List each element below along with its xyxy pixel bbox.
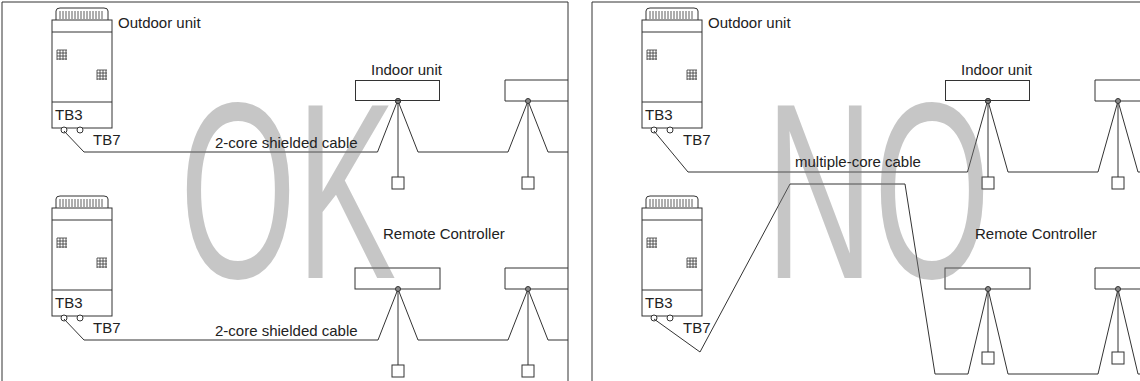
outdoor-unit: Outdoor unitTB3TB7 [642, 20, 702, 128]
unit-name: Indoor unit [961, 61, 1032, 78]
wire [505, 80, 568, 101]
terminal-label: TB3 [645, 106, 673, 123]
wire [1095, 80, 1140, 101]
wire [528, 289, 529, 365]
annotation-label: Remote Controller [975, 225, 1097, 242]
remote-controller-symbol [1112, 177, 1124, 189]
terminal-label: TB7 [683, 131, 711, 148]
outdoor-unit-drawing [642, 8, 702, 133]
wire [398, 289, 528, 340]
connection-dot [526, 99, 531, 104]
wire [398, 101, 528, 152]
outdoor-unit-drawing [52, 8, 112, 133]
cable-label: multiple-core cable [795, 153, 921, 170]
annotation-label: 2-core shielded cable [215, 322, 358, 339]
wire [398, 289, 399, 365]
watermark: NO [766, 67, 991, 317]
wire [528, 289, 568, 340]
remote-controller-symbol [522, 177, 534, 189]
indoor-unit: Indoor unit [355, 80, 440, 101]
unit-name: Outdoor unit [118, 14, 201, 31]
wire [988, 289, 1118, 374]
unit-name: Indoor unit [371, 61, 442, 78]
wire [528, 101, 529, 177]
terminal-label: TB3 [55, 294, 83, 311]
terminal-label: TB3 [55, 106, 83, 123]
connection-dot [1116, 99, 1121, 104]
wire [1118, 289, 1119, 352]
outdoor-unit: TB3TB7 [52, 208, 112, 316]
wire [528, 101, 568, 152]
wire [1118, 289, 1140, 374]
remote-controller-symbol [1112, 352, 1124, 364]
unit-name: Outdoor unit [708, 14, 791, 31]
remote-controller-symbol [522, 365, 534, 377]
remote-controller-symbol [982, 352, 994, 364]
outdoor-unit: Outdoor unitTB3TB7 [52, 20, 112, 128]
watermark: OK [180, 67, 397, 317]
wire [505, 268, 568, 289]
terminal-label: TB7 [93, 131, 121, 148]
terminal-label: TB7 [683, 319, 711, 336]
annotation-label: Remote Controller [383, 225, 505, 242]
wire [1095, 268, 1140, 289]
wire [1118, 101, 1140, 172]
terminal-label: TB7 [93, 319, 121, 336]
outdoor-unit-drawing [642, 196, 702, 321]
indoor-unit: Indoor unit [945, 80, 1030, 101]
terminal-label: TB3 [645, 294, 673, 311]
wire [988, 101, 1118, 172]
wire [1118, 101, 1119, 177]
outdoor-unit-drawing [52, 196, 112, 321]
remote-controller-symbol [392, 365, 404, 377]
connection-dot [1116, 287, 1121, 292]
outdoor-unit: TB3TB7 [642, 208, 702, 316]
wire [398, 101, 399, 177]
connection-dot [526, 287, 531, 292]
wire [2, 2, 568, 381]
wire [592, 2, 1140, 381]
cable-label: 2-core shielded cable [215, 134, 358, 151]
